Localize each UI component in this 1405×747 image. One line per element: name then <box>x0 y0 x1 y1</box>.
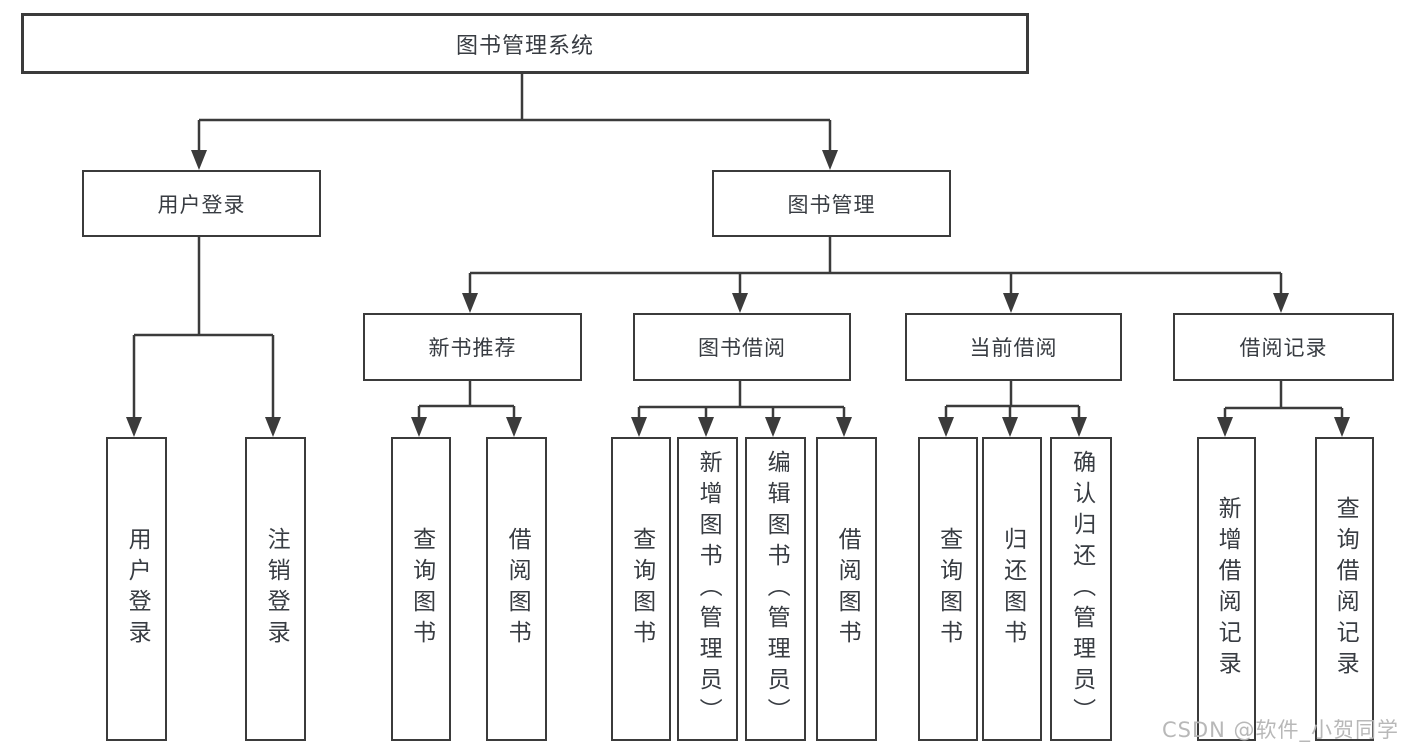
node-borrowing-records-label: 借阅记录 <box>1239 336 1328 360</box>
node-book-management-label: 图书管理 <box>787 192 876 217</box>
leaf-cb-return-books-label: 归还图书 <box>999 527 1026 651</box>
leaf-bb-query-books: 查询图书 <box>611 437 671 741</box>
node-root: 图书管理系统 <box>21 13 1029 74</box>
node-new-book-recommendation: 新书推荐 <box>363 313 582 381</box>
node-book-borrowing-label: 图书借阅 <box>698 336 786 360</box>
leaf-cb-query-books: 查询图书 <box>918 437 978 741</box>
leaf-nbr-query-books-label: 查询图书 <box>408 527 435 651</box>
node-user-login-branch: 用户登录 <box>82 170 321 237</box>
leaf-bb-borrow-books: 借阅图书 <box>816 437 877 741</box>
leaf-user-login-label: 用户登录 <box>124 527 151 651</box>
leaf-br-query-record-label: 查询借阅记录 <box>1332 496 1359 682</box>
leaf-nbr-borrow-books: 借阅图书 <box>486 437 547 741</box>
leaf-logout-label: 注销登录 <box>263 527 290 651</box>
leaf-user-login: 用户登录 <box>106 437 167 741</box>
csdn-watermark: CSDN @软件_小贺同学 <box>1162 718 1400 742</box>
leaf-bb-add-books-admin-label: 新增图书（管理员） <box>695 449 722 729</box>
leaf-bb-borrow-books-label: 借阅图书 <box>834 527 861 651</box>
leaf-bb-edit-books-admin: 编辑图书（管理员） <box>745 437 806 741</box>
leaf-nbr-query-books: 查询图书 <box>391 437 451 741</box>
node-book-borrowing: 图书借阅 <box>633 313 851 381</box>
leaf-br-add-record-label: 新增借阅记录 <box>1214 496 1241 682</box>
leaf-cb-query-books-label: 查询图书 <box>935 527 962 651</box>
node-book-management: 图书管理 <box>712 170 951 237</box>
arrowheads <box>126 150 1350 437</box>
leaf-cb-confirm-return-admin: 确认归还（管理员） <box>1050 437 1112 741</box>
node-current-borrowing: 当前借阅 <box>905 313 1122 381</box>
leaf-br-query-record: 查询借阅记录 <box>1315 437 1374 741</box>
leaf-logout: 注销登录 <box>245 437 306 741</box>
leaf-bb-query-books-label: 查询图书 <box>628 527 655 651</box>
leaf-cb-return-books: 归还图书 <box>982 437 1042 741</box>
leaf-nbr-borrow-books-label: 借阅图书 <box>504 527 531 651</box>
node-new-book-recommendation-label: 新书推荐 <box>428 336 517 360</box>
node-root-label: 图书管理系统 <box>455 33 594 59</box>
node-user-login-branch-label: 用户登录 <box>157 192 246 217</box>
connector-paths <box>132 68 1344 419</box>
node-current-borrowing-label: 当前借阅 <box>969 336 1058 360</box>
leaf-bb-edit-books-admin-label: 编辑图书（管理员） <box>763 449 790 729</box>
node-borrowing-records: 借阅记录 <box>1173 313 1394 381</box>
leaf-cb-confirm-return-admin-label: 确认归还（管理员） <box>1068 449 1095 729</box>
leaf-br-add-record: 新增借阅记录 <box>1197 437 1256 741</box>
leaf-bb-add-books-admin: 新增图书（管理员） <box>677 437 738 741</box>
